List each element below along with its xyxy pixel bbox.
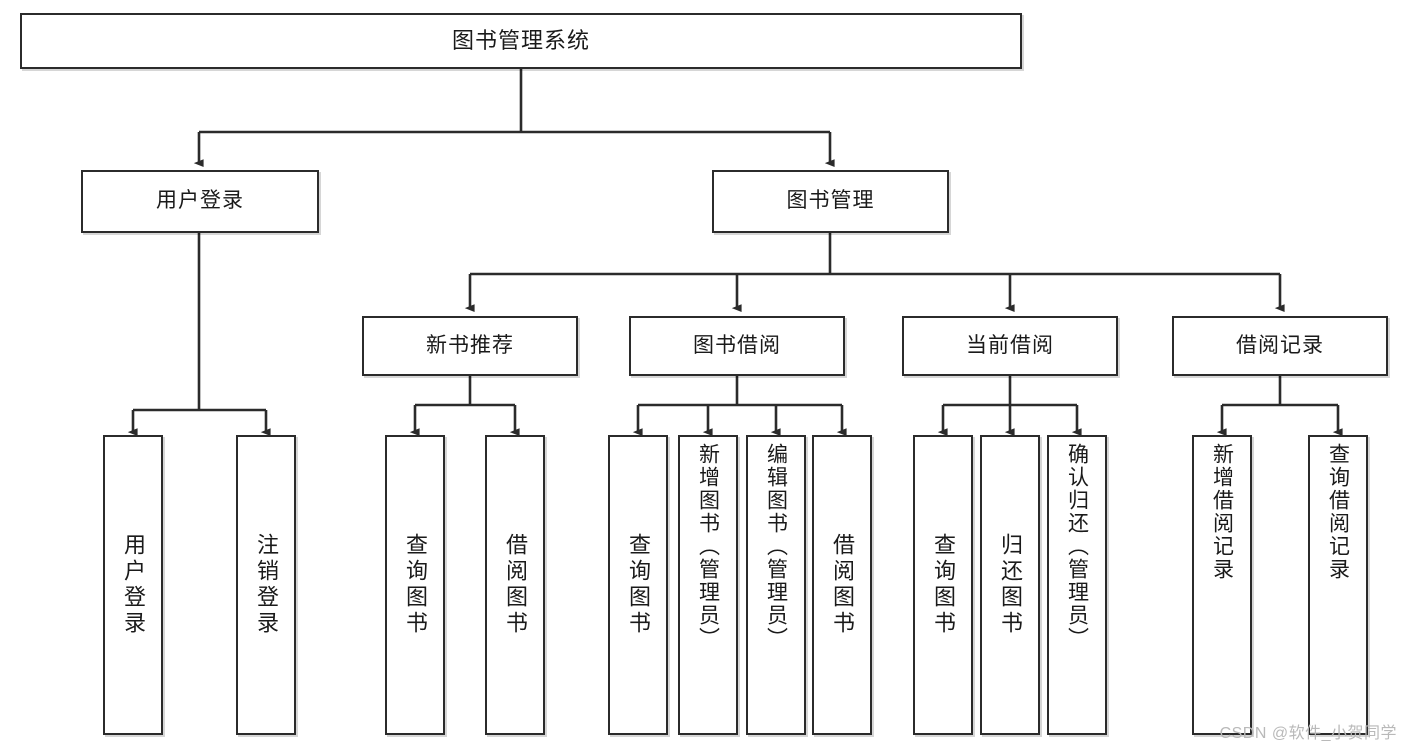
- node-label: 用户登录: [156, 189, 244, 213]
- node-book-borrow[interactable]: 图书借阅: [629, 316, 845, 376]
- leaf-query-book-2[interactable]: 查询图书: [608, 435, 668, 735]
- leaf-logout[interactable]: 注销登录: [236, 435, 296, 735]
- node-borrow-record[interactable]: 借阅记录: [1172, 316, 1388, 376]
- node-label: 注销登录: [254, 533, 279, 637]
- node-label: 图书管理系统: [451, 28, 590, 54]
- node-current-borrow[interactable]: 当前借阅: [902, 316, 1118, 376]
- leaf-borrow-book-2[interactable]: 借阅图书: [812, 435, 872, 735]
- node-label: 确认归还（管理员）: [1065, 443, 1089, 650]
- node-label: 图书借阅: [693, 333, 781, 357]
- node-label: 借阅记录: [1236, 333, 1324, 357]
- leaf-confirm-return-admin[interactable]: 确认归还（管理员）: [1047, 435, 1107, 735]
- leaf-query-book-1[interactable]: 查询图书: [385, 435, 445, 735]
- leaf-query-book-3[interactable]: 查询图书: [913, 435, 973, 735]
- node-book-management[interactable]: 图书管理: [712, 170, 949, 233]
- node-label: 归还图书: [998, 533, 1023, 637]
- node-label: 借阅图书: [830, 533, 855, 637]
- node-label: 查询借阅记录: [1326, 443, 1350, 581]
- leaf-add-book-admin[interactable]: 新增图书（管理员）: [678, 435, 738, 735]
- node-label: 新增借阅记录: [1210, 443, 1234, 581]
- leaf-query-borrow-record[interactable]: 查询借阅记录: [1308, 435, 1368, 735]
- node-new-book-recommendation[interactable]: 新书推荐: [362, 316, 578, 376]
- node-root-book-management-system[interactable]: 图书管理系统: [20, 13, 1022, 69]
- leaf-borrow-book-1[interactable]: 借阅图书: [485, 435, 545, 735]
- node-label: 查询图书: [403, 533, 428, 637]
- node-user-login[interactable]: 用户登录: [81, 170, 319, 233]
- node-label: 新书推荐: [426, 333, 514, 357]
- watermark-text: CSDN @软件_小贺同学: [1219, 725, 1397, 742]
- node-label: 查询图书: [931, 533, 956, 637]
- node-label: 图书管理: [786, 189, 875, 213]
- leaf-user-login[interactable]: 用户登录: [103, 435, 163, 735]
- node-label: 用户登录: [121, 533, 146, 637]
- node-label: 新增图书（管理员）: [696, 443, 720, 650]
- node-label: 借阅图书: [503, 533, 528, 637]
- node-label: 当前借阅: [966, 333, 1054, 357]
- leaf-return-book[interactable]: 归还图书: [980, 435, 1040, 735]
- leaf-edit-book-admin[interactable]: 编辑图书（管理员）: [746, 435, 806, 735]
- leaf-add-borrow-record[interactable]: 新增借阅记录: [1192, 435, 1252, 735]
- node-label: 编辑图书（管理员）: [764, 443, 788, 650]
- node-label: 查询图书: [626, 533, 651, 637]
